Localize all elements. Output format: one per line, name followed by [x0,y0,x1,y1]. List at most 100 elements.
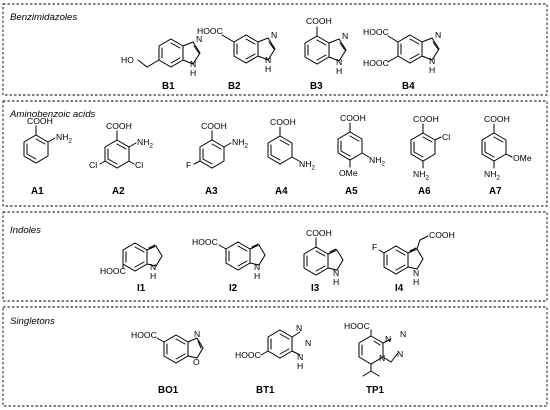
compound-label: BO1 [158,385,179,396]
compound-b2: HOOC N N H B2 [197,26,277,92]
compound-text: H [297,361,303,371]
section-title: Benzimidazoles [10,12,77,23]
compound-b1: HO N N H B1 [121,34,202,92]
compound-text: N [254,262,260,272]
bond [23,125,56,164]
compound-bo1: HOOC N O BO1 [131,329,204,396]
compound-b3: COOH N N H B3 [304,16,348,92]
bond [137,38,201,68]
compound-text: H [265,64,271,74]
compound-text: H [254,271,260,281]
compound-label: A5 [345,186,358,197]
compound-a2: COOH NH2 Cl Cl A2 [89,121,153,197]
compound-b4: HOOC HOOC N N H B4 [363,27,441,92]
compound-text: NH2 [413,169,429,182]
compound-text: COOH [270,117,296,127]
compound-a1: COOH NH2 A1 [23,116,72,197]
bond [260,329,301,359]
compound-text: COOH [306,16,332,26]
bond [387,34,440,64]
compound-label: I1 [137,283,146,294]
compound-text: N [397,349,403,359]
bond [267,126,300,165]
compound-label: B4 [402,81,415,92]
bond [221,34,276,64]
bond [218,241,266,271]
compound-text: HOOC [100,266,126,276]
compound-text: H [150,271,156,281]
compound-text: Cl [89,160,97,170]
compound-text: NH2 [484,169,500,182]
compound-text: NH2 [369,155,385,168]
compound-text: H [333,277,339,287]
compound-i4: F COOH N H I4 [372,230,455,294]
compound-text: N [190,59,196,69]
compound-a5: COOH NH2 OMe A5 [337,113,385,197]
compound-text: COOH [340,113,366,123]
bond [99,130,137,169]
compound-label: I2 [229,283,238,294]
compound-text: HOOC [197,26,223,36]
compound-text: N [342,31,348,41]
bond [378,235,429,275]
compound-text: N [296,323,302,333]
compound-text: OMe [513,153,532,163]
compound-label: A2 [112,186,125,197]
compound-text: N [297,352,303,362]
compound-label: A3 [205,186,218,197]
compound-text: NH2 [137,137,153,150]
compound-text: Cl [442,132,450,142]
compound-text: H [336,66,342,76]
compound-text: NH2 [299,159,315,172]
compound-label: B1 [162,81,175,92]
compound-text: NH2 [232,137,248,150]
compound-a4: COOH NH2 A4 [267,117,315,197]
compound-text: N [413,268,419,278]
compound-label: A7 [489,186,502,197]
compound-label: I3 [311,283,320,294]
compound-a3: COOH NH2 F A3 [186,121,248,197]
compound-text: HOOC [344,321,370,331]
compound-text: COOH [106,121,132,131]
compound-i3: COOH N H I3 [303,228,344,294]
bond [410,123,442,169]
compound-text: N [150,262,156,272]
compound-text: O [193,357,200,367]
section-frame-aminobenzoic-acids [2,100,548,207]
bond [304,26,347,65]
compound-text: COOH [429,230,455,240]
section-frame-singletons [2,306,548,407]
bond [337,122,370,168]
compound-label: I4 [395,283,404,294]
compound-label: A1 [31,186,44,197]
compound-text: N [435,30,441,40]
compound-text: F [186,160,191,170]
compound-text: COOH [27,116,53,126]
compound-label: TP1 [366,385,385,396]
compound-text: COOH [201,121,227,131]
compound-text: H [413,277,419,287]
compound-text: N [265,55,271,65]
compound-text: HOOC [235,350,261,360]
compound-text: Cl [135,160,143,170]
compound-a6: COOH Cl NH2 A6 [410,114,450,197]
compound-text: HOOC [363,27,389,37]
compound-text: N [336,57,342,67]
compound-text: N [400,329,406,339]
compound-text: N [196,34,202,44]
compound-label: B3 [310,81,323,92]
compound-text: HOOC [131,330,157,340]
compound-text: HOOC [192,237,218,247]
compound-text: COOH [306,228,332,238]
compound-text: COOH [484,114,510,124]
compound-text: N [385,334,391,344]
compound-text: H [190,68,196,78]
compound-text: F [372,242,377,252]
bond [303,237,344,276]
bond [481,123,513,169]
compound-text: N [305,338,311,348]
compound-text: HO [121,55,134,65]
section-title: Aminobenzoic acids [9,109,96,120]
section-title: Indoles [10,225,41,236]
